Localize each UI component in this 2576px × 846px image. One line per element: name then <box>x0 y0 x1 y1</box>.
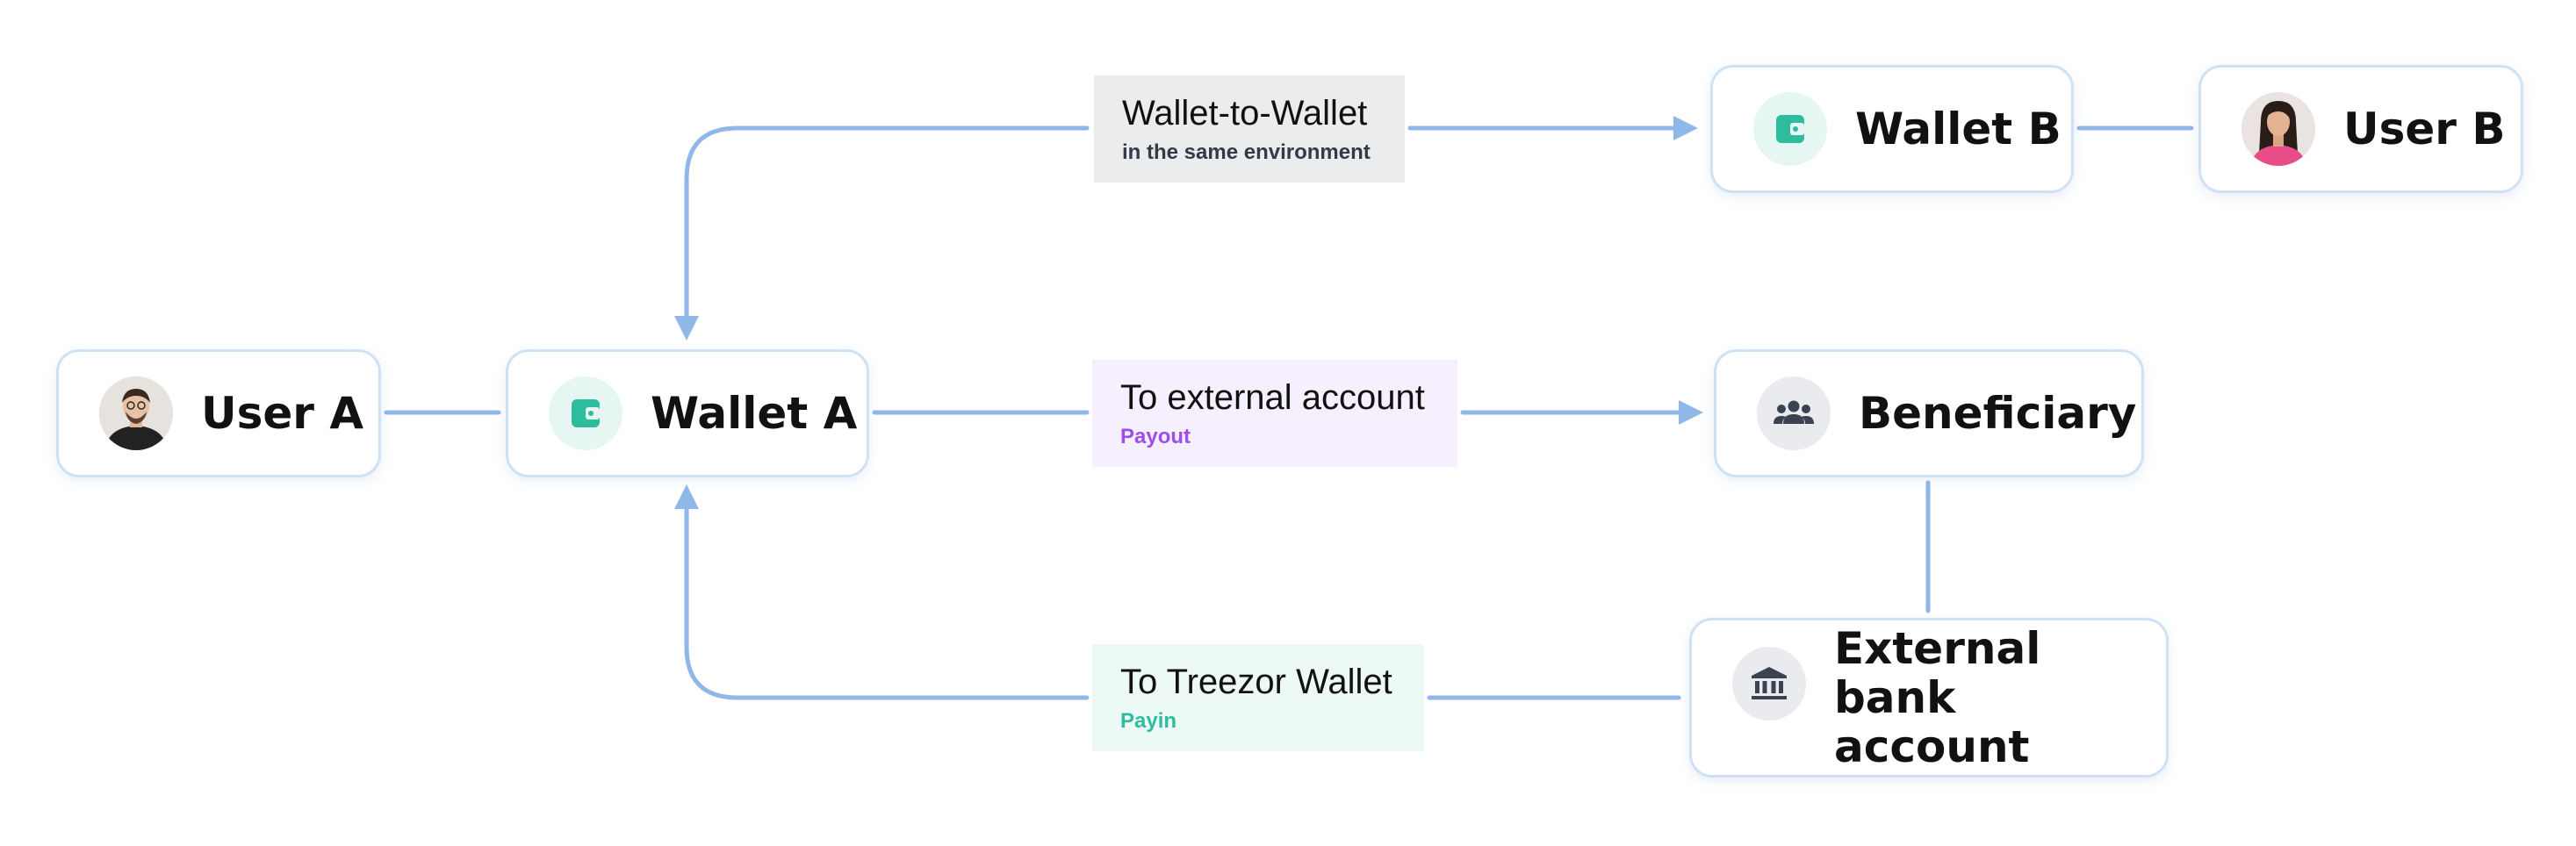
node-label: User B <box>2343 104 2506 154</box>
arrowhead-into-wallet-a-bottom <box>674 484 699 509</box>
node-user-a[interactable]: User A <box>56 349 381 477</box>
arrow-payin-to-wallet-a <box>684 498 1090 700</box>
flow-label-to-treezor-wallet: To Treezor Wallet Payin <box>1092 644 1424 751</box>
node-beneficiary[interactable]: Beneficiary <box>1714 349 2144 477</box>
node-external-bank-account[interactable]: External bank account <box>1689 618 2169 778</box>
node-user-b[interactable]: User B <box>2198 65 2523 193</box>
flow-label-wallet-to-wallet: Wallet-to-Wallet in the same environment <box>1094 75 1405 183</box>
flow-title: Wallet-to-Wallet <box>1122 94 1368 133</box>
node-label: Wallet A <box>651 388 858 439</box>
wallet-icon <box>549 376 622 450</box>
avatar-woman-icon <box>2241 92 2315 166</box>
node-label-line: bank account <box>1834 672 2030 772</box>
arrowhead-into-wallet-b <box>1673 116 1698 140</box>
avatar-man-icon <box>99 376 173 450</box>
group-icon <box>1757 376 1831 450</box>
arrowhead-into-wallet-a-top <box>674 316 699 341</box>
node-wallet-a[interactable]: Wallet A <box>506 349 869 477</box>
flow-subtitle: in the same environment <box>1122 140 1371 164</box>
node-label: External bank account <box>1834 624 2166 771</box>
arrow-wallet-to-wallet-left <box>684 125 1090 336</box>
node-label: Beneficiary <box>1859 388 2137 439</box>
node-wallet-b[interactable]: Wallet B <box>1710 65 2074 193</box>
node-label-line: External <box>1834 623 2041 674</box>
flow-label-to-external-account: To external account Payout <box>1092 360 1457 467</box>
node-label: Wallet B <box>1855 104 2062 154</box>
bank-icon <box>1732 647 1806 721</box>
node-label: User A <box>201 388 364 439</box>
wallet-icon <box>1753 92 1827 166</box>
flow-subtitle: Payout <box>1120 425 1191 448</box>
flow-title: To external account <box>1120 378 1425 417</box>
arrowhead-into-beneficiary <box>1679 400 1703 425</box>
flow-subtitle: Payin <box>1120 709 1177 733</box>
flow-title: To Treezor Wallet <box>1120 663 1392 701</box>
